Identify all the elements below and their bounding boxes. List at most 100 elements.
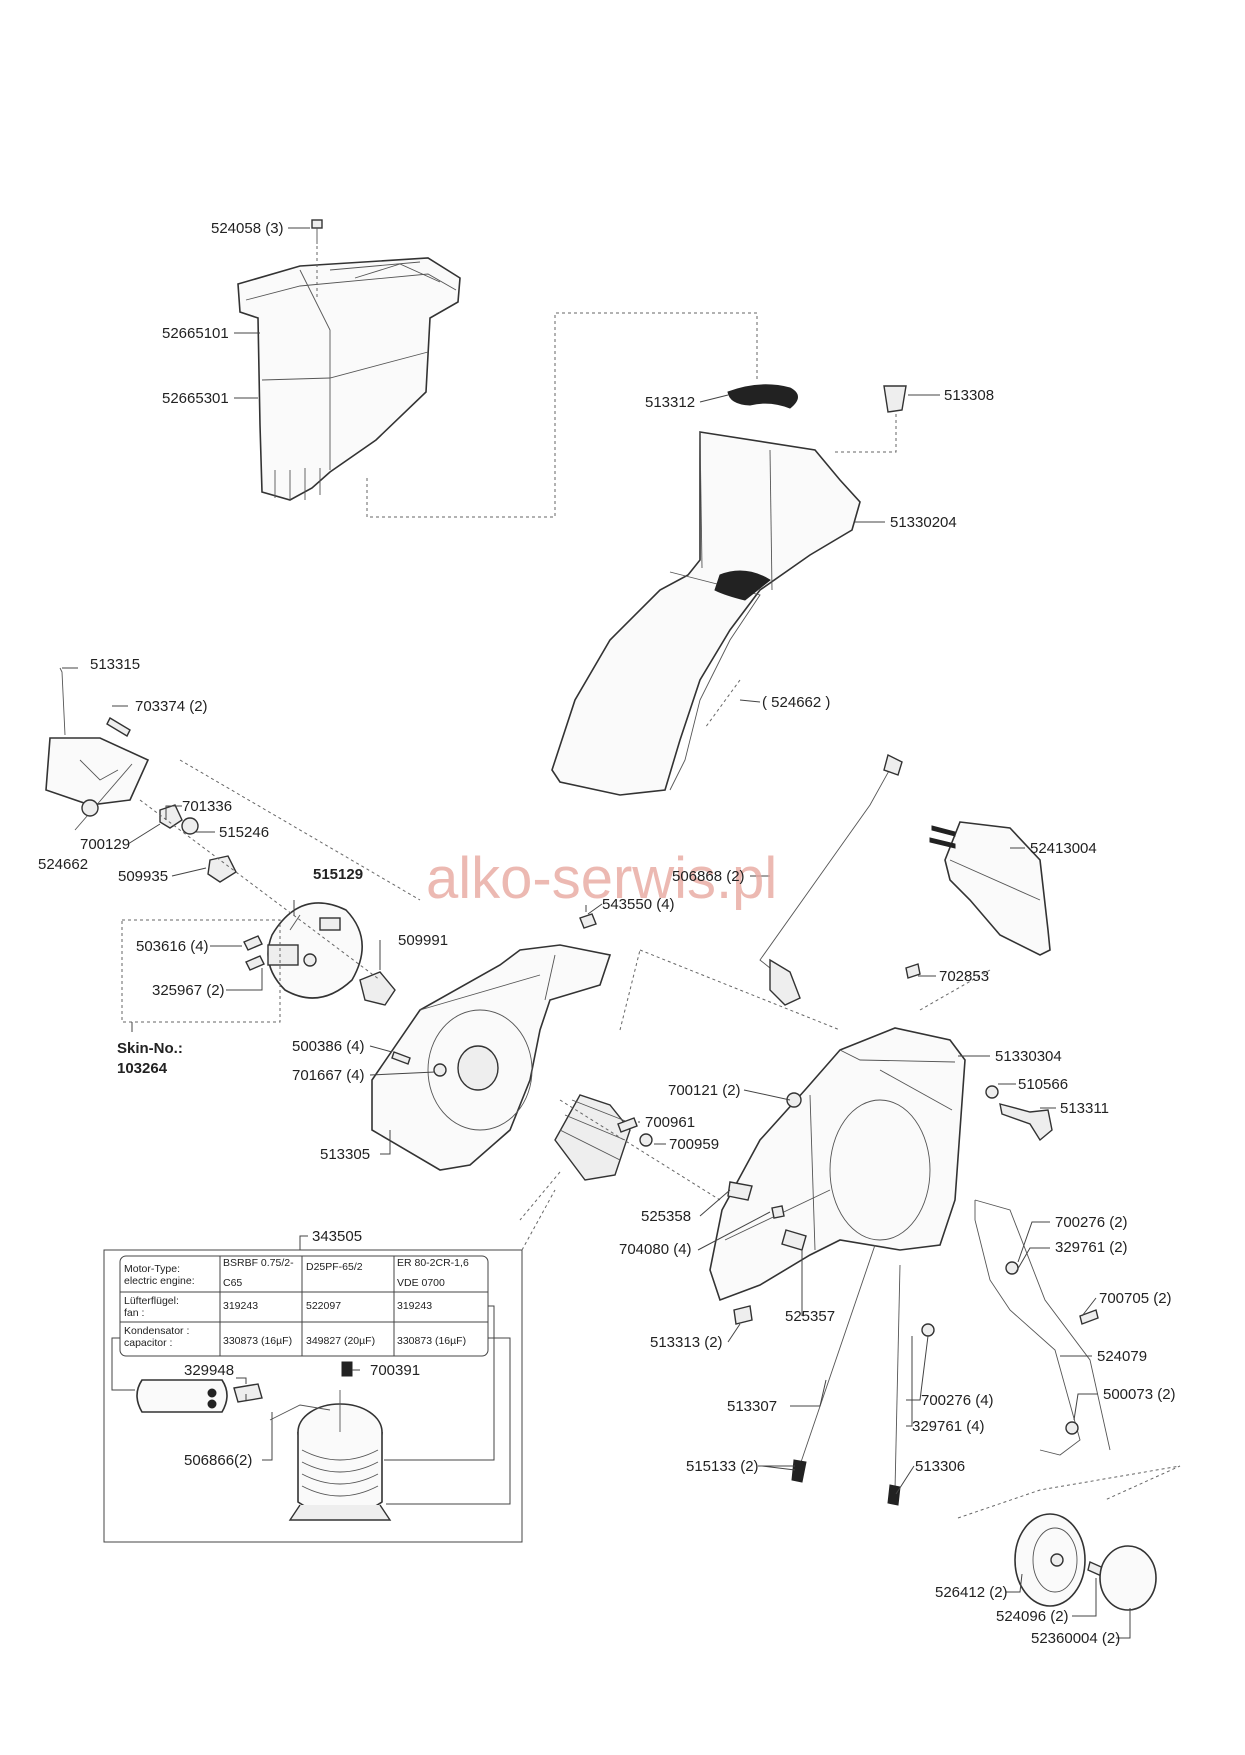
label-700391: 700391 xyxy=(370,1362,420,1379)
flap-513312 xyxy=(727,384,798,409)
label-329761-b: 329761 (4) xyxy=(912,1418,985,1435)
tbl-row2-c1: 319243 xyxy=(223,1300,258,1312)
washer-510566 xyxy=(985,1085,999,1099)
label-525358: 525358 xyxy=(641,1208,691,1225)
tbl-row2-h2: fan : xyxy=(124,1307,144,1319)
label-524662-b: ( 524662 ) xyxy=(762,694,830,711)
bracket-525358 xyxy=(727,1181,753,1201)
label-343505: 343505 xyxy=(312,1228,362,1245)
bolt-700705 xyxy=(1079,1309,1099,1325)
label-700121: 700121 (2) xyxy=(668,1082,741,1099)
nut-700959 xyxy=(639,1133,653,1147)
tbl-row2-c2: 522097 xyxy=(306,1300,341,1312)
label-503616: 503616 (4) xyxy=(136,938,209,955)
tbl-row1-c1a: BSRBF 0.75/2- xyxy=(223,1257,294,1269)
bushing-509991 xyxy=(359,971,396,1006)
label-513312: 513312 xyxy=(645,394,695,411)
motor-part xyxy=(269,1390,392,1521)
label-526412: 526412 (2) xyxy=(935,1584,1008,1601)
label-543550: 543550 (4) xyxy=(602,896,675,913)
label-700961: 700961 xyxy=(645,1114,695,1131)
frame-legs-part xyxy=(791,1199,1111,1506)
nut-700276 xyxy=(921,1261,1019,1337)
label-524079: 524079 xyxy=(1097,1348,1147,1365)
watermark: alko-serwis.pl xyxy=(426,846,777,911)
tbl-row3-h2: capacitor : xyxy=(124,1337,172,1349)
foot-513313 xyxy=(733,1305,753,1325)
brush-700391 xyxy=(341,1361,353,1377)
tbl-row3-c1: 330873 (16µF) xyxy=(223,1335,292,1347)
tbl-row1-c1b: C65 xyxy=(223,1277,242,1289)
tbl-row1-h1: Motor-Type: xyxy=(124,1263,180,1275)
label-51330204: 51330204 xyxy=(890,514,957,531)
label-52665101: 52665101 xyxy=(162,325,229,342)
label-700705: 700705 (2) xyxy=(1099,1290,1172,1307)
bolt-500386 xyxy=(391,1051,411,1065)
side-lid-part xyxy=(45,667,150,831)
label-513306: 513306 xyxy=(915,1458,965,1475)
tbl-row1-c3a: ER 80-2CR-1,6 xyxy=(397,1257,469,1269)
label-509991: 509991 xyxy=(398,932,448,949)
knob-513311 xyxy=(999,1103,1053,1142)
upper-chute-part xyxy=(551,431,861,796)
label-515133: 515133 (2) xyxy=(686,1458,759,1475)
nut-700121 xyxy=(786,1092,802,1108)
tbl-row2-c3: 319243 xyxy=(397,1300,432,1312)
label-515129: 515129 xyxy=(313,866,363,883)
label-52665301: 52665301 xyxy=(162,390,229,407)
label-506866: 506866(2) xyxy=(184,1452,252,1469)
screws-503616 xyxy=(243,935,265,971)
label-51330304: 51330304 xyxy=(995,1048,1062,1065)
label-524058: 524058 (3) xyxy=(211,220,284,237)
tbl-row3-h1: Kondensator : xyxy=(124,1325,189,1337)
label-701336: 701336 xyxy=(182,798,232,815)
switch-box-part xyxy=(929,821,1051,956)
label-513311: 513311 xyxy=(1060,1100,1109,1117)
cutter-housing-part xyxy=(371,944,612,1171)
knob-701336 xyxy=(159,804,183,829)
tbl-row1-h2: electric engine: xyxy=(124,1275,195,1287)
spring-515246 xyxy=(181,817,199,835)
label-700276-a: 700276 (2) xyxy=(1055,1214,1128,1231)
label-702853: 702853 xyxy=(939,968,989,985)
label-700959: 700959 xyxy=(669,1136,719,1153)
label-510566: 510566 xyxy=(1018,1076,1068,1093)
tbl-row3-c3: 330873 (16µF) xyxy=(397,1335,466,1347)
label-500386: 500386 (4) xyxy=(292,1038,365,1055)
label-513307: 513307 xyxy=(727,1398,777,1415)
label-703374: 703374 (2) xyxy=(135,698,208,715)
bolt-700961 xyxy=(617,1117,638,1133)
label-513313: 513313 (2) xyxy=(650,1334,723,1351)
nut-701667 xyxy=(433,1063,447,1077)
label-506868: 506868 (2) xyxy=(672,868,745,885)
cap-509935 xyxy=(207,855,237,883)
bracket-513308 xyxy=(883,385,907,413)
label-513315: 513315 xyxy=(90,656,140,673)
label-525357: 525357 xyxy=(785,1308,835,1325)
label-500073: 500073 (2) xyxy=(1103,1386,1176,1403)
tbl-row2-h1: Lüfterflügel: xyxy=(124,1295,179,1307)
wheel-526412 xyxy=(1014,1513,1086,1607)
label-704080: 704080 (4) xyxy=(619,1241,692,1258)
label-513308: 513308 xyxy=(944,387,994,404)
label-52413004: 52413004 xyxy=(1030,840,1097,857)
skin-no-value: 103264 xyxy=(117,1060,168,1077)
skin-no-label: Skin-No.: xyxy=(117,1040,183,1057)
label-700276-b: 700276 (4) xyxy=(921,1392,994,1409)
label-509935: 509935 xyxy=(118,868,168,885)
label-329948: 329948 xyxy=(184,1362,234,1379)
screw-524058 xyxy=(311,219,323,244)
connector-329948 xyxy=(233,1383,263,1403)
label-513305: 513305 xyxy=(320,1146,370,1163)
screw-500073 xyxy=(1065,1421,1079,1435)
nut-702853 xyxy=(905,963,921,979)
label-325967: 325967 (2) xyxy=(152,982,225,999)
tbl-row1-c3b: VDE 0700 xyxy=(397,1277,445,1289)
hubcap-52360004 xyxy=(1099,1545,1157,1611)
label-52360004: 52360004 (2) xyxy=(1031,1630,1120,1647)
tbl-row1-c2: D25PF-65/2 xyxy=(306,1261,363,1273)
tbl-row3-c2: 349827 (20µF) xyxy=(306,1335,375,1347)
cable-506868 xyxy=(759,753,903,1006)
lower-housing-part xyxy=(709,1027,966,1302)
